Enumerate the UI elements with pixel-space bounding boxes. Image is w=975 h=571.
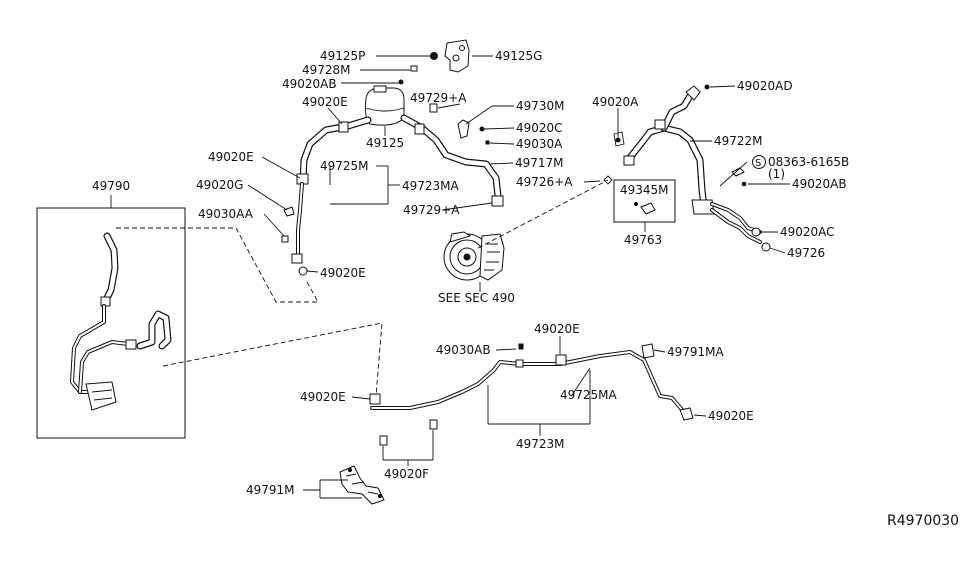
label-49791MA: 49791MA xyxy=(667,345,725,359)
label-49020C: 49020C xyxy=(516,121,563,135)
label-49020G: 49020G xyxy=(196,178,243,192)
label-49729A-a: 49729+A xyxy=(410,91,467,105)
bracket-49730M xyxy=(457,119,470,139)
label-49722M: 49722M xyxy=(714,134,763,148)
label-49725MA: 49725MA xyxy=(560,388,618,402)
circled-s-marker xyxy=(752,155,766,169)
label-49717M: 49717M xyxy=(515,156,564,170)
clamp-49020G xyxy=(283,206,295,217)
label-49020AB-right: 49020AB xyxy=(792,177,847,191)
label-49020A: 49020A xyxy=(592,95,639,109)
clip-49728M xyxy=(410,65,418,72)
label-see-sec-490: SEE SEC 490 xyxy=(438,291,515,305)
reservoir-bracket-49125G xyxy=(444,39,470,73)
label-49020F: 49020F xyxy=(384,467,429,481)
bolt-08363 xyxy=(731,167,745,177)
lower-pipe-assembly xyxy=(369,343,694,421)
label-49020AB-top: 49020AB xyxy=(282,77,337,91)
label-08363-6165B: 08363-6165B xyxy=(768,155,849,169)
label-49790: 49790 xyxy=(92,179,130,193)
clamps-49020F xyxy=(379,419,438,446)
circled-s-letter: S xyxy=(755,158,761,169)
label-49020E-c: 49020E xyxy=(320,266,366,280)
brackets-49791M xyxy=(339,465,385,505)
label-49723MA: 49723MA xyxy=(402,179,460,193)
bolt-49125P xyxy=(430,52,438,60)
box-49763 xyxy=(613,179,676,223)
label-49730M: 49730M xyxy=(516,99,565,113)
label-49020E-d: 49020E xyxy=(534,322,580,336)
label-49125G: 49125G xyxy=(495,49,542,63)
label-49030AB: 49030AB xyxy=(436,343,491,357)
leader-lines xyxy=(110,55,790,499)
bolt-49020AD xyxy=(704,84,710,90)
label-49020AD: 49020AD xyxy=(737,79,793,93)
bolt-49020C xyxy=(479,126,485,132)
label-49125P: 49125P xyxy=(320,49,365,63)
reservoir-hoses xyxy=(291,114,504,276)
bolt-49020AB-top xyxy=(398,79,404,85)
label-49728M: 49728M xyxy=(302,63,351,77)
label-49723M: 49723M xyxy=(516,437,565,451)
label-49020E-b: 49020E xyxy=(208,150,254,164)
label-49791M: 49791M xyxy=(246,483,295,497)
label-49020E-f: 49020E xyxy=(300,390,346,404)
right-hose-assembly xyxy=(603,85,771,252)
label-49729A-b: 49729+A xyxy=(403,203,460,217)
diagram-reference-code: R4970030 xyxy=(887,513,959,529)
label-49020E-e: 49020E xyxy=(708,409,754,423)
clip-49030AA xyxy=(281,235,289,243)
label-49726A: 49726+A xyxy=(516,175,573,189)
label-49763: 49763 xyxy=(624,233,662,247)
label-08363-qty: (1) xyxy=(768,167,785,181)
label-49020E-a: 49020E xyxy=(302,95,348,109)
bolt-49020A xyxy=(615,137,621,143)
label-49725M-a: 49725M xyxy=(320,159,369,173)
dashed-connectors xyxy=(116,179,609,397)
clip-49030A xyxy=(485,140,490,145)
bolt-49020AB-right xyxy=(741,181,747,187)
label-49030A: 49030A xyxy=(516,137,563,151)
label-49345M: 49345M xyxy=(620,183,669,197)
label-49726: 49726 xyxy=(787,246,825,260)
label-49020AC: 49020AC xyxy=(780,225,835,239)
label-49125: 49125 xyxy=(366,136,404,150)
label-49030AA: 49030AA xyxy=(198,207,254,221)
box-49790 xyxy=(36,207,186,439)
clip-49729A-a xyxy=(429,103,438,113)
power-steering-pump xyxy=(443,231,505,281)
